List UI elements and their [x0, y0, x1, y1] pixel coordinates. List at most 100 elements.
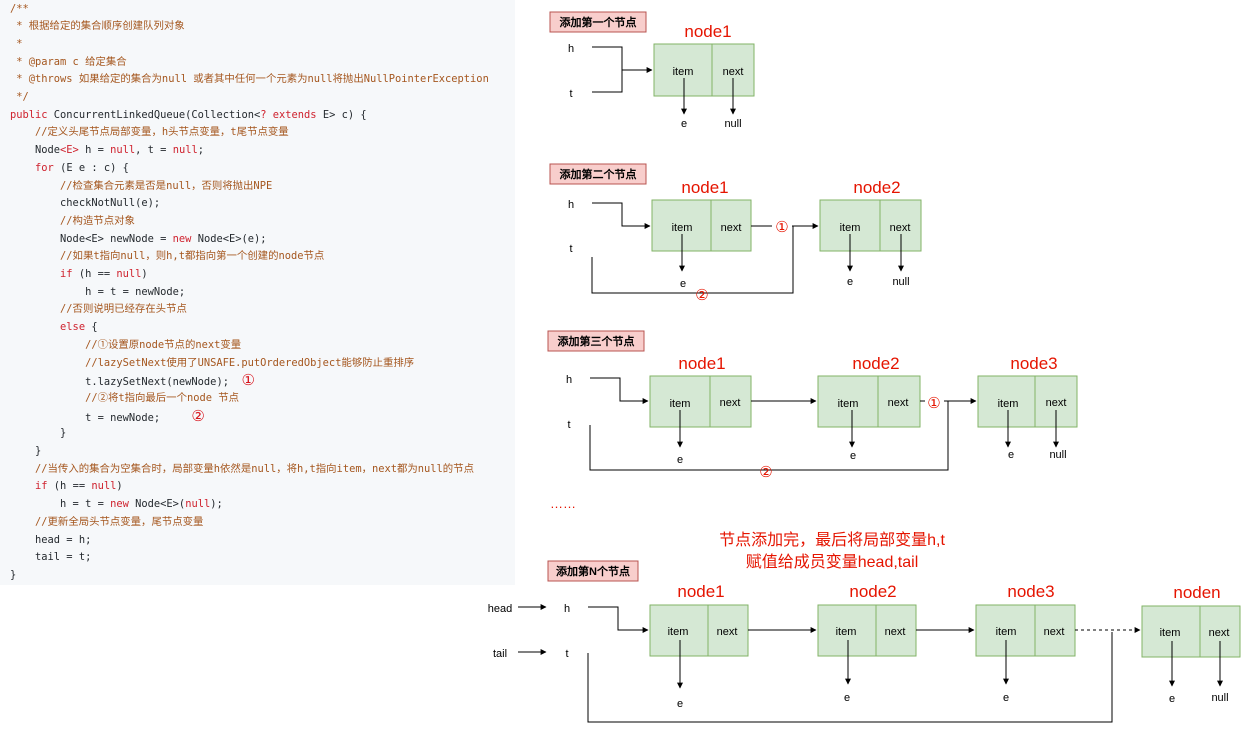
stepN-node3-title: node3: [1007, 582, 1054, 601]
step1-node1-item: item: [673, 66, 694, 78]
step3-node2-next: next: [888, 397, 909, 409]
code-token: new: [110, 498, 129, 511]
code-line: *: [10, 36, 23, 54]
stepN-panel: 添加第N个节点 node1 node2 node3 noden item nex…: [488, 560, 1241, 723]
step2-node2-next: next: [890, 222, 911, 234]
step1-null: null: [724, 118, 741, 130]
step1-label: 添加第一个节点: [560, 15, 637, 29]
code-token: //①设置原node节点的next变量: [10, 338, 242, 351]
code-token: ): [141, 268, 148, 280]
code-token: null: [172, 144, 198, 157]
code-token: //当传入的集合为空集合时，局部变量h依然是null，将h,t指向item，ne…: [10, 462, 474, 475]
step3-node3-null: null: [1049, 449, 1066, 461]
code-line: * 根据给定的集合顺序创建队列对象: [10, 18, 184, 36]
code-token: (h ==: [72, 268, 117, 280]
stepN-node1-next: next: [717, 626, 738, 638]
code-token: ConcurrentLinkedQueue(Collection<: [53, 108, 261, 121]
stepN-node3-item: item: [996, 626, 1017, 638]
step3-node1-item: item: [670, 398, 691, 410]
step-marker: ①: [241, 371, 255, 390]
code-line: //否则说明已经存在头节点: [10, 301, 187, 319]
step2-h: h: [568, 199, 574, 211]
code-line: Node<E> h = null, t = null;: [10, 142, 204, 160]
code-token: //如果t指向null，则h,t都指向第一个创建的node节点: [10, 250, 325, 263]
code-token: h = t =: [10, 498, 111, 511]
step1-h: h: [568, 43, 574, 55]
code-token: ;: [197, 144, 204, 157]
code-line: t = newNode; ②: [10, 406, 205, 426]
ellipsis: ……: [550, 496, 576, 511]
code-token: t.lazySetNext(newNode);: [10, 376, 242, 389]
code-token: checkNotNull(e);: [10, 197, 161, 210]
code-token: <E>: [60, 144, 79, 157]
code-token: (E e : c) {: [53, 161, 129, 174]
step3-t: t: [567, 419, 570, 431]
stepN-h-pointer: [588, 606, 649, 633]
code-token: }: [10, 568, 17, 581]
step3-h: h: [566, 374, 572, 386]
stepN-node2-item: item: [836, 626, 857, 638]
code-line: h = t = newNode;: [10, 284, 185, 302]
code-token: ): [116, 480, 123, 493]
step3-node2-e: e: [850, 450, 856, 462]
step2-node2-item: item: [840, 222, 861, 234]
stepN-head: head: [488, 603, 512, 615]
code-token: * @throws 如果给定的集合为null 或者其中任何一个元素为null将抛…: [10, 73, 489, 86]
code-token: * @param c 给定集合: [10, 55, 127, 68]
code-token: h = t = newNode;: [10, 285, 186, 298]
code-line: //检查集合元素是否是null，否则将抛出NPE: [10, 178, 272, 196]
code-token: else: [60, 321, 86, 334]
code-line: if (h == null): [10, 478, 123, 496]
stepN-label: 添加第N个节点: [556, 564, 630, 578]
stepN-node2-next-cell: [875, 604, 917, 657]
code-token: , t =: [135, 144, 173, 157]
step1-t-pointer: [592, 70, 623, 93]
stepN-noden-item-cell: [1141, 605, 1201, 658]
stepN-node1-e: e: [677, 698, 683, 710]
step3-label-box: [547, 330, 645, 352]
code-token: }: [10, 445, 42, 457]
code-token: E> c) {: [322, 108, 367, 121]
step2-node2-title: node2: [853, 178, 900, 197]
code-token: ? extends: [260, 108, 323, 121]
step3-label: 添加第三个节点: [558, 334, 635, 348]
step2-mark2: ②: [695, 287, 708, 304]
step2-t: t: [569, 243, 572, 255]
code-token: Node<E>(e);: [191, 232, 267, 245]
code-token: null: [110, 144, 136, 157]
code-token: *: [10, 37, 23, 50]
code-line: else {: [10, 319, 98, 337]
code-token: h =: [78, 144, 111, 157]
code-token: (h ==: [47, 480, 92, 493]
code-line: tail = t;: [10, 549, 91, 567]
code-token: //否则说明已经存在头节点: [10, 303, 187, 316]
step3-t-move-line: [589, 401, 949, 471]
stepN-noden-e: e: [1169, 693, 1175, 705]
step2-t-move-line: [591, 226, 794, 294]
step2-node1-title: node1: [681, 178, 728, 197]
stepN-h: h: [564, 603, 570, 615]
code-token: head = h;: [10, 533, 92, 546]
code-line: if (h == null): [10, 266, 148, 284]
code-line: public ConcurrentLinkedQueue(Collection<…: [10, 107, 367, 125]
code-token: Node<E> newNode =: [10, 232, 173, 245]
code-token: //更新全局头节点变量，尾节点变量: [10, 515, 204, 528]
code-line: //更新全局头节点变量，尾节点变量: [10, 514, 203, 532]
code-token: }: [10, 427, 67, 440]
step1-node1-title: node1: [684, 22, 731, 41]
step-marker: ②: [191, 406, 205, 425]
step2-node1-item: item: [672, 222, 693, 234]
code-token: /**: [10, 2, 29, 15]
code-line: for (E e : c) {: [10, 160, 129, 178]
code-line: //当传入的集合为空集合时，局部变量h依然是null，将h,t指向item，ne…: [10, 461, 474, 479]
step1-h-pointer: [592, 46, 653, 73]
stepN-node2-title: node2: [849, 582, 896, 601]
stepN-node1-item-cell: [649, 604, 709, 657]
step2-node1-next-cell: [710, 199, 752, 252]
code-token: if: [35, 480, 48, 493]
code-token: Node: [10, 144, 61, 157]
code-token: for: [35, 161, 54, 174]
stepN-tail: tail: [493, 648, 507, 660]
step3-node2-item: item: [838, 398, 859, 410]
